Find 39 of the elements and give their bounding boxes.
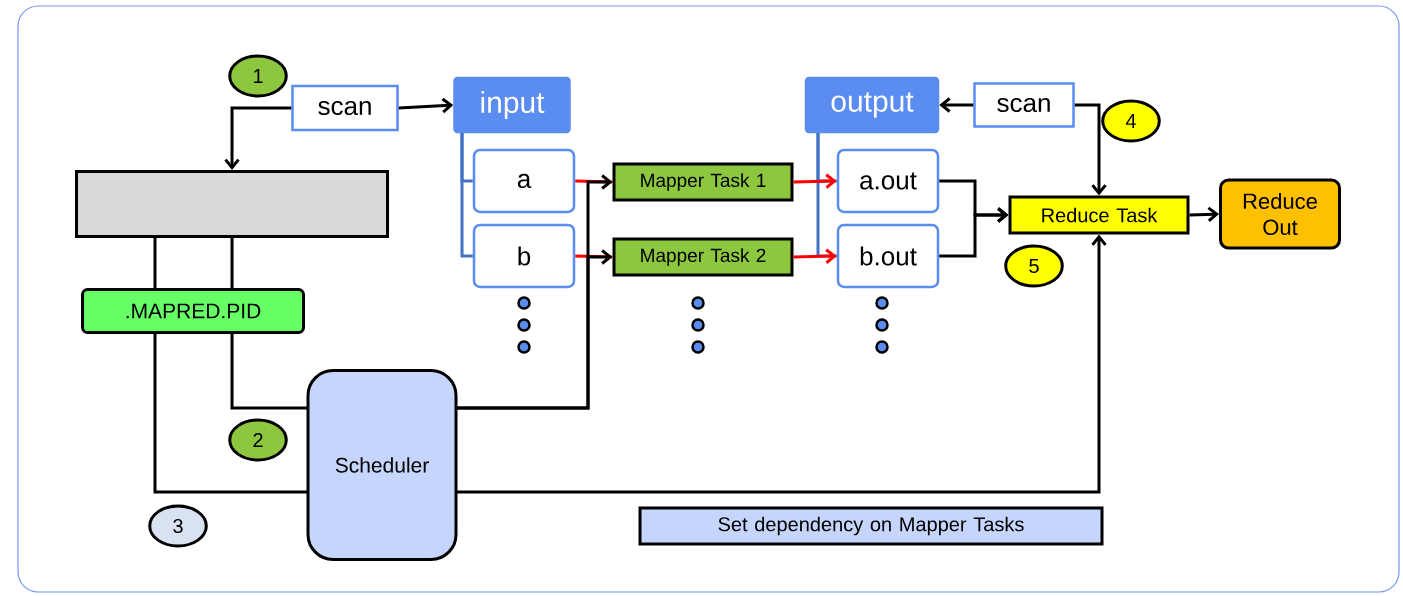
step-number: 4 xyxy=(1101,99,1161,143)
task-box: Reduce Task xyxy=(1008,195,1190,235)
connector xyxy=(398,97,454,114)
connector xyxy=(460,133,473,258)
connector xyxy=(224,106,292,170)
connector xyxy=(153,237,157,290)
connector xyxy=(1189,206,1219,222)
step-number: 2 xyxy=(228,418,288,462)
scheduler-box: Scheduler xyxy=(306,369,458,561)
connector xyxy=(793,248,837,264)
folder-header: output xyxy=(804,76,940,134)
task-box: Mapper Task 1 xyxy=(612,162,794,202)
connector xyxy=(939,97,974,113)
connector xyxy=(939,207,1009,258)
step-number: 5 xyxy=(1004,244,1064,288)
step-number: 1 xyxy=(228,54,288,98)
file-box: .MAPRED.PID xyxy=(81,288,305,334)
task-box: Mapper Task 2 xyxy=(612,237,794,277)
connector xyxy=(456,249,613,410)
connector xyxy=(793,173,837,189)
scan-box: scan xyxy=(291,84,399,132)
scan-box: scan xyxy=(973,82,1075,128)
connector xyxy=(230,237,234,290)
connector xyxy=(816,133,837,258)
step-number: 3 xyxy=(148,504,208,548)
file-box: b.out xyxy=(836,223,940,289)
connector xyxy=(1074,103,1107,196)
file-box: b xyxy=(472,223,576,289)
file-box: a xyxy=(472,148,576,214)
connector xyxy=(575,254,613,259)
connector xyxy=(153,333,308,494)
connector xyxy=(575,179,613,184)
file-box: a.out xyxy=(836,148,940,214)
folder-header: input xyxy=(453,76,571,134)
connector xyxy=(456,234,1107,494)
connector xyxy=(230,333,308,410)
note-box: Set dependency on Mapper Tasks xyxy=(638,506,1104,546)
program-box xyxy=(75,170,389,238)
output-box: Reduce Out xyxy=(1219,178,1341,250)
